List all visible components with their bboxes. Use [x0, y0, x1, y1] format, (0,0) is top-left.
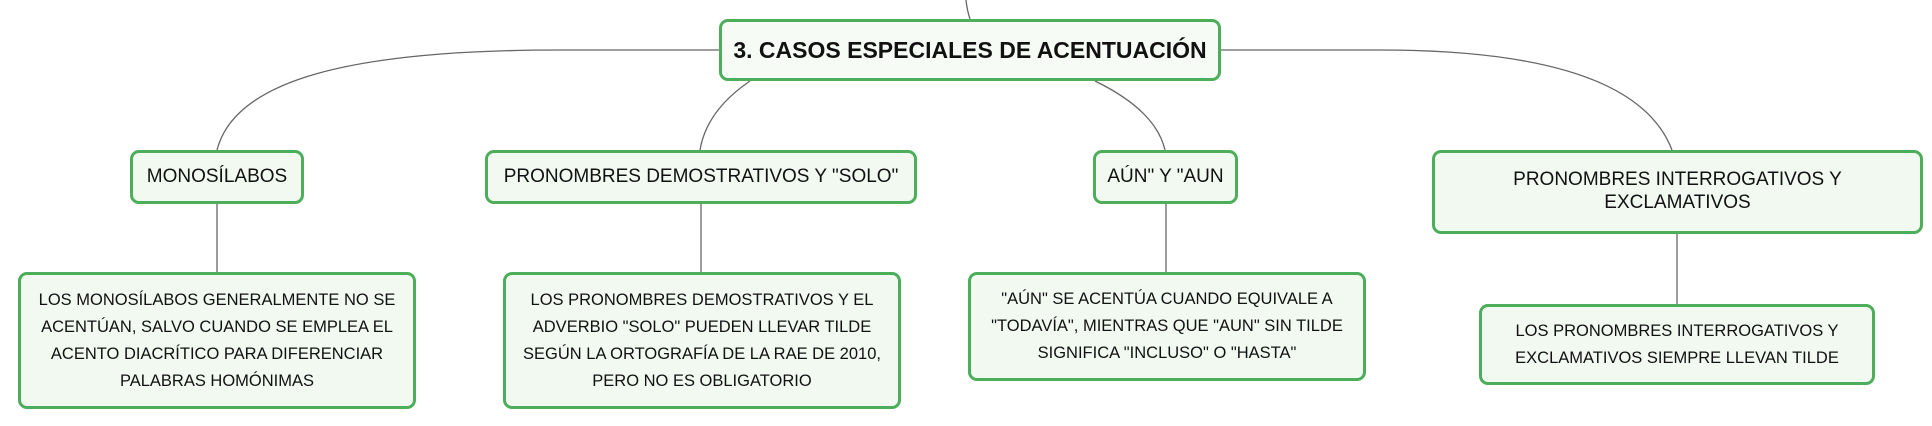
root-topic[interactable]: 3. CASOS ESPECIALES DE ACENTUACIÓN	[719, 19, 1221, 81]
root-topic-label: 3. CASOS ESPECIALES DE ACENTUACIÓN	[733, 36, 1207, 63]
detail-pronombres-interrogativos-text: LOS PRONOMBRES INTERROGATIVOS Y EXCLAMAT…	[1515, 321, 1839, 367]
topic-aun-label: AÚN" Y "AUN	[1107, 165, 1224, 187]
topic-aun[interactable]: AÚN" Y "AUN	[1093, 150, 1238, 204]
detail-pronombres-demostrativos[interactable]: LOS PRONOMBRES DEMOSTRATIVOS Y EL ADVERB…	[503, 272, 901, 409]
connector-root-aun	[1094, 80, 1166, 151]
parent-connector	[965, 0, 971, 20]
connector-root-demostrativos	[699, 80, 751, 151]
topic-monosilabos[interactable]: MONOSÍLABOS	[130, 150, 304, 204]
topic-pronombres-interrogativos-label: PRONOMBRES INTERROGATIVOS Y EXCLAMATIVOS	[1513, 169, 1842, 213]
detail-monosilabos-text: LOS MONOSÍLABOS GENERALMENTE NO SE ACENT…	[38, 290, 396, 390]
topic-pronombres-demostrativos[interactable]: PRONOMBRES DEMOSTRATIVOS Y "SOLO"	[485, 150, 917, 204]
detail-pronombres-demostrativos-text: LOS PRONOMBRES DEMOSTRATIVOS Y EL ADVERB…	[523, 290, 881, 390]
connector-root-interrogativos	[1221, 49, 1673, 151]
detail-monosilabos[interactable]: LOS MONOSÍLABOS GENERALMENTE NO SE ACENT…	[18, 272, 416, 409]
topic-pronombres-interrogativos[interactable]: PRONOMBRES INTERROGATIVOS Y EXCLAMATIVOS	[1432, 150, 1923, 234]
detail-pronombres-interrogativos[interactable]: LOS PRONOMBRES INTERROGATIVOS Y EXCLAMAT…	[1479, 304, 1875, 385]
detail-aun-text: "AÚN" SE ACENTÚA CUANDO EQUIVALE A "TODA…	[991, 290, 1343, 362]
connector-root-monosilabos	[216, 49, 719, 151]
topic-monosilabos-label: MONOSÍLABOS	[146, 165, 288, 187]
topic-pronombres-demostrativos-label: PRONOMBRES DEMOSTRATIVOS Y "SOLO"	[503, 165, 899, 187]
detail-aun[interactable]: "AÚN" SE ACENTÚA CUANDO EQUIVALE A "TODA…	[968, 272, 1366, 381]
